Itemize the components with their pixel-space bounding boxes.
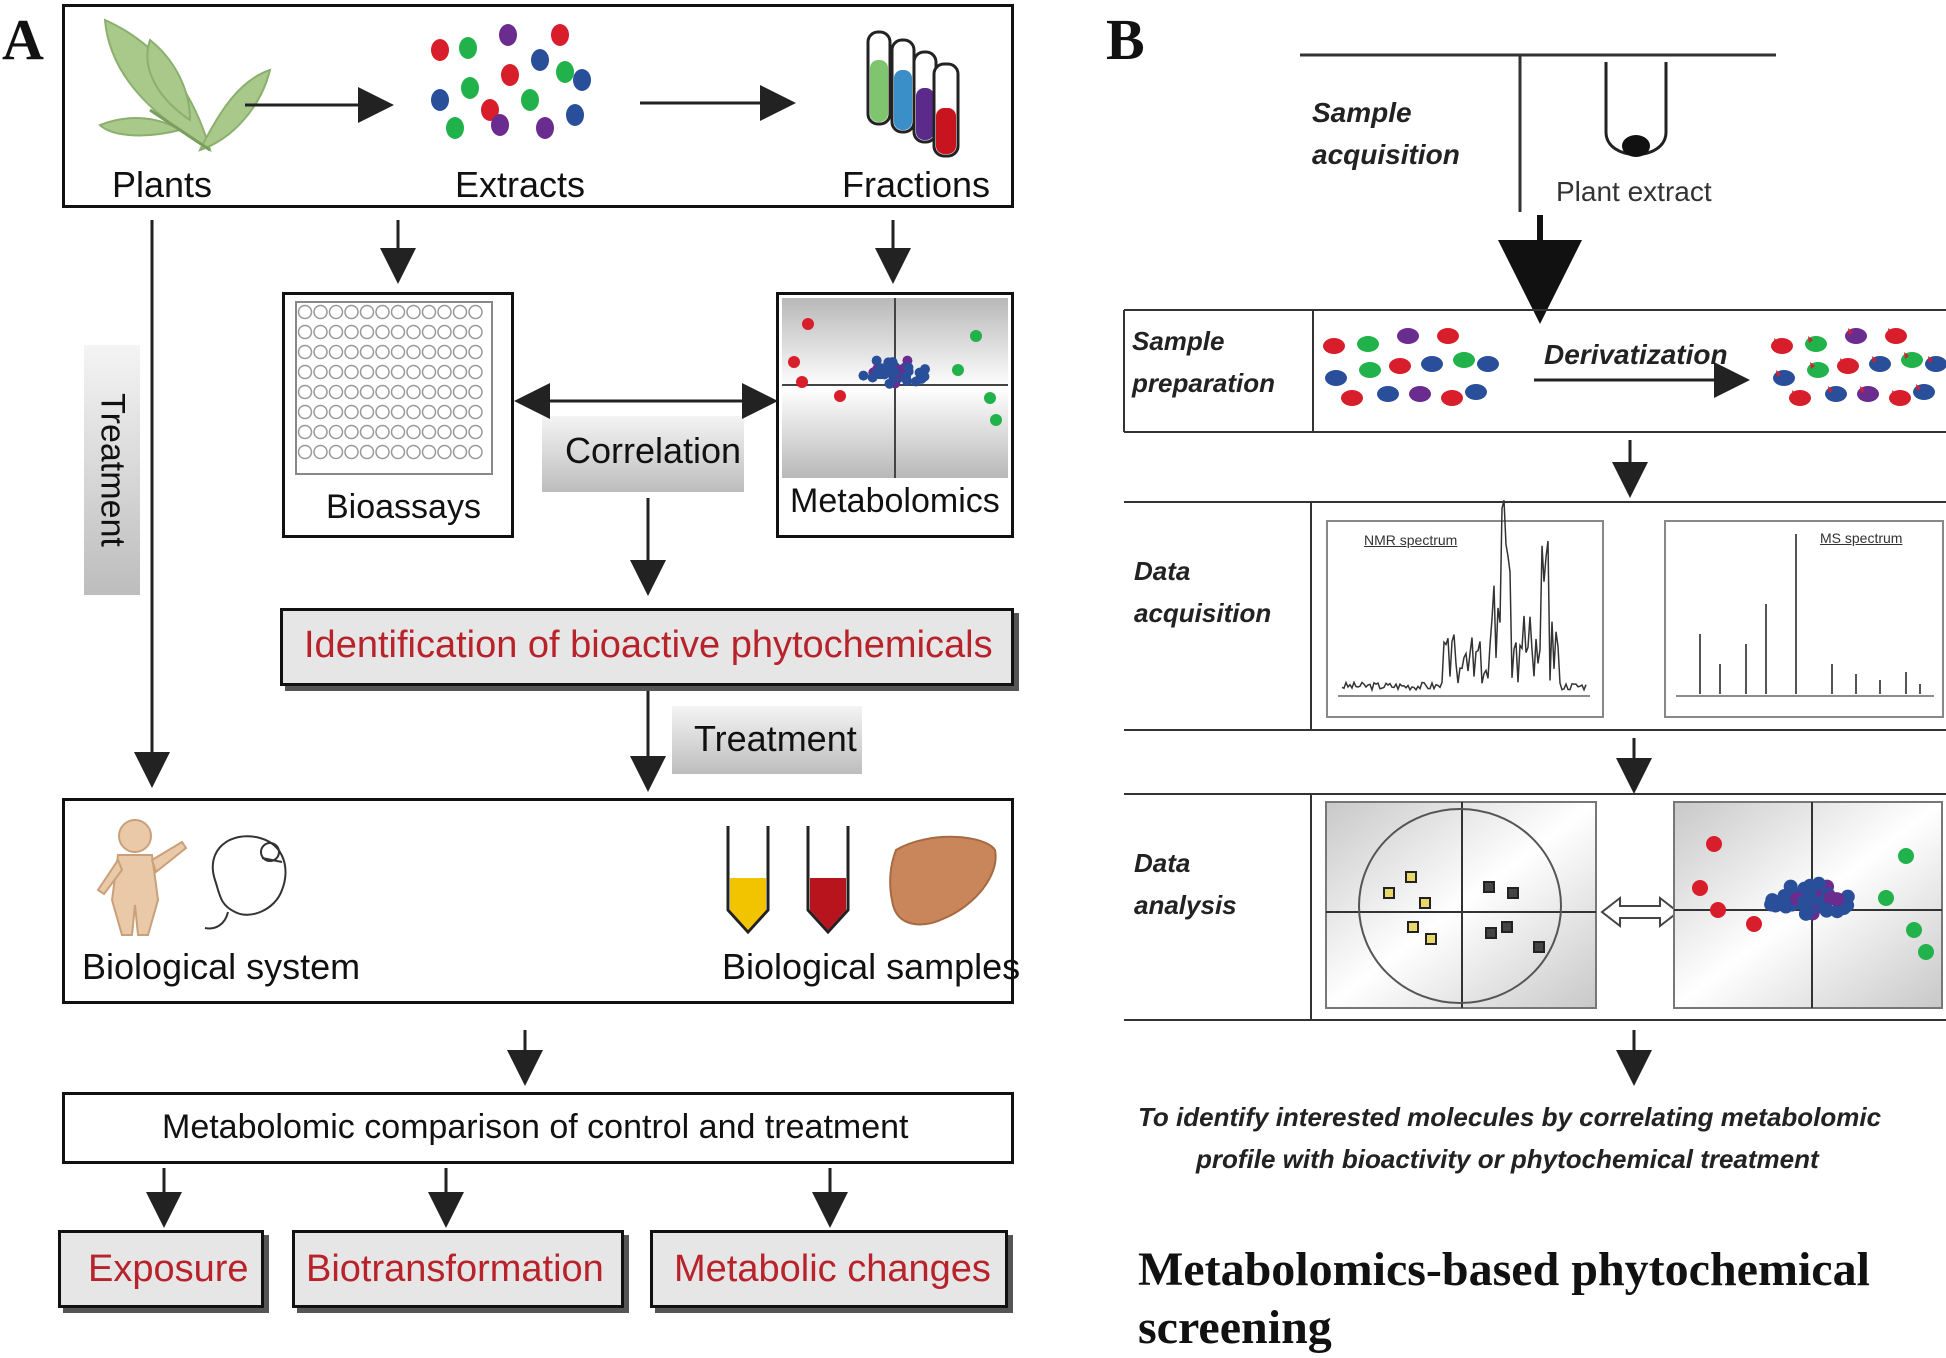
panel-a-letter: A — [2, 7, 44, 72]
metabolomics-label: Metabolomics — [790, 482, 1000, 520]
identification-box — [280, 608, 1014, 686]
step-label-acquisition-l1: Sample — [1312, 97, 1412, 128]
exposure-label: Exposure — [88, 1248, 249, 1290]
step-label-data-acquisition: Data acquisition — [1134, 550, 1271, 634]
figure-title-line1: Metabolomics-based phytochemical — [1138, 1243, 1870, 1296]
extracts-label: Extracts — [455, 164, 586, 205]
figure-title-line2: screening — [1138, 1301, 1332, 1354]
derivatization-label: Derivatization — [1544, 339, 1728, 370]
identification-label: Identification of bioactive phytochemica… — [304, 624, 993, 666]
biological-samples-label: Biological samples — [722, 946, 1021, 987]
biotransformation-box — [292, 1230, 624, 1308]
treatment-vertical-box — [84, 345, 140, 595]
panel-b-letter: B — [1106, 7, 1145, 72]
comparison-box — [62, 1092, 1014, 1164]
step-label-data-acquisition-l1: Data — [1134, 556, 1191, 586]
treatment-horizontal-label: Treatment — [694, 718, 857, 759]
nmr-spectrum-label: NMR spectrum — [1364, 532, 1458, 548]
conclusion-line2: profile with bioactivity or phytochemica… — [1196, 1144, 1819, 1174]
biological-system-label: Biological system — [82, 946, 361, 987]
nmr-spectrum-panel — [1326, 520, 1604, 718]
step-label-data-acquisition-l2: acquisition — [1134, 598, 1272, 628]
panel-b: B — [1040, 0, 1946, 1358]
panel-a: A Plants — [2, 4, 1021, 1308]
step-label-data-analysis: Data analysis — [1134, 842, 1237, 926]
correlation-box — [542, 416, 744, 492]
plant-extract-label: Plant extract — [1556, 176, 1712, 207]
step-label-preparation-l1: Sample — [1132, 326, 1225, 356]
ms-spectrum-label: MS spectrum — [1820, 530, 1903, 546]
biotransformation-label: Biotransformation — [306, 1248, 604, 1290]
correlation-label: Correlation — [565, 430, 742, 471]
conclusion-line1: To identify interested molecules by corr… — [1138, 1102, 1882, 1132]
metabolic-changes-label: Metabolic changes — [674, 1248, 991, 1290]
step-label-acquisition-l2: acquisition — [1312, 139, 1460, 170]
comparison-label: Metabolomic comparison of control and tr… — [162, 1108, 909, 1146]
metabolic-changes-box — [650, 1230, 1008, 1308]
step-label-data-analysis-l2: analysis — [1134, 890, 1237, 920]
step-label-data-analysis-l1: Data — [1134, 848, 1191, 878]
plants-label: Plants — [112, 164, 213, 205]
step-label-preparation: Sample preparation — [1132, 320, 1275, 404]
bioassays-label: Bioassays — [326, 488, 481, 526]
step-label-acquisition: Sample acquisition — [1312, 92, 1460, 176]
treatment-vertical-label: Treatment — [93, 393, 132, 547]
step-label-preparation-l2: preparation — [1132, 368, 1276, 398]
fractions-label: Fractions — [842, 164, 991, 205]
ms-spectrum-panel — [1664, 520, 1944, 718]
exposure-box — [58, 1230, 264, 1308]
treatment-horizontal-box — [672, 706, 862, 774]
